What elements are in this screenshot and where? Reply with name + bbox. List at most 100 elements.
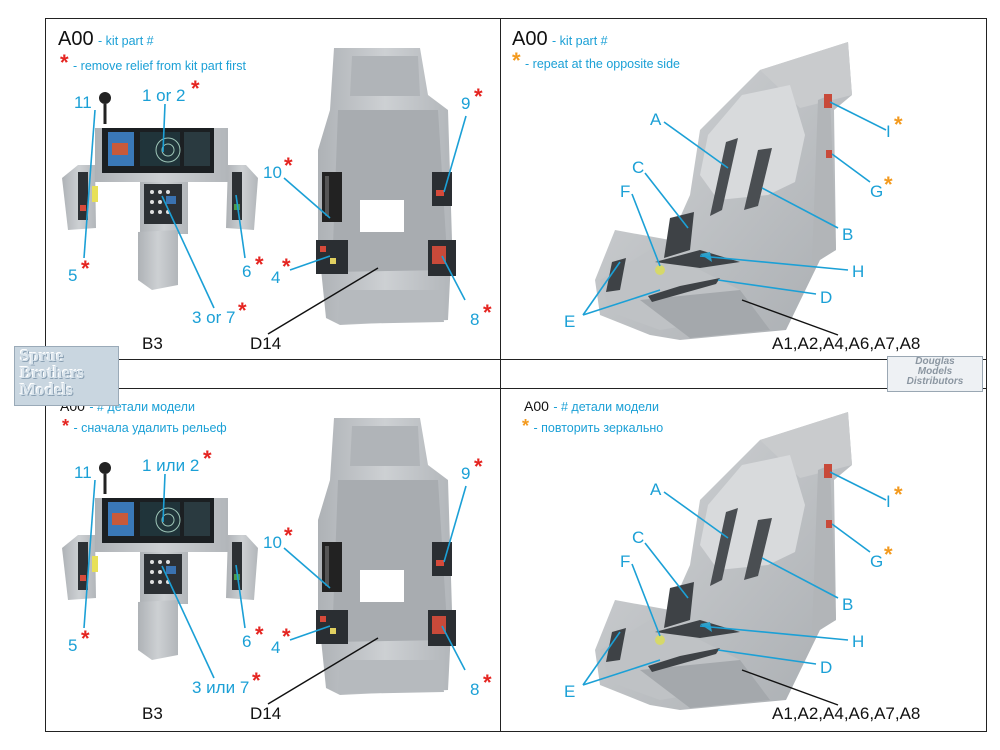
label-1-or-2: 1 or 2 <box>142 86 186 105</box>
label-seat-parts: A1,A2,A4,A6,A7,A8 <box>772 334 921 353</box>
label-b: B <box>842 595 854 614</box>
top-right-legend-star-row: * - repeat at the opposite side <box>512 48 680 74</box>
label-g: G <box>870 552 884 571</box>
top-instrument-panel-art <box>60 90 260 292</box>
legend-star-text: - repeat at the opposite side <box>525 57 680 71</box>
red-star-icon: * <box>282 624 291 649</box>
label-9: 9 <box>461 464 471 483</box>
panel-divider-vertical <box>500 18 501 731</box>
red-star-icon: * <box>483 670 492 695</box>
label-b: B <box>842 225 854 244</box>
red-star-icon: * <box>483 300 492 325</box>
red-star-icon: * <box>81 256 90 281</box>
red-star-icon: * <box>252 668 261 693</box>
bottom-instrument-panel-art <box>60 460 260 662</box>
label-11: 11 <box>74 463 92 482</box>
bottom-left-leaders <box>83 473 467 679</box>
label-5: 5 <box>68 266 78 285</box>
label-3-ili-7: 3 или 7 <box>192 678 250 697</box>
legend-code-text: - # детали модели <box>553 400 659 414</box>
top-right-legend-code-row: A00 - kit part # <box>512 28 608 51</box>
bottom-right-legend-star-row: * - повторить зеркально <box>522 416 663 437</box>
top-seat-art <box>595 42 852 340</box>
label-5: 5 <box>68 636 78 655</box>
label-b3: B3 <box>142 704 163 723</box>
red-star-icon: * <box>474 454 483 479</box>
watermark-line: Models <box>20 380 73 399</box>
red-star-icon: * <box>284 523 293 548</box>
label-4: 4 <box>271 268 281 287</box>
label-1-ili-2: 1 или 2 <box>142 456 200 475</box>
watermark-line: Models <box>917 366 953 377</box>
label-h: H <box>852 262 865 281</box>
bottom-right-leaders <box>582 471 887 686</box>
legend-star-text: - повторить зеркально <box>533 421 664 435</box>
top-right-leaders <box>582 101 887 316</box>
label-seat-parts: A1,A2,A4,A6,A7,A8 <box>772 704 921 723</box>
top-tub-art <box>316 48 456 325</box>
label-e: E <box>564 682 576 701</box>
red-star-icon: * <box>282 254 291 279</box>
label-11: 11 <box>74 93 92 112</box>
label-9: 9 <box>461 94 471 113</box>
label-f: F <box>620 182 631 201</box>
label-a: A <box>650 480 662 499</box>
label-d: D <box>820 288 833 307</box>
red-star-icon: * <box>255 622 264 647</box>
label-a: A <box>650 110 662 129</box>
label-f: F <box>620 552 631 571</box>
legend-code: A00 <box>512 28 548 50</box>
watermark-line: Douglas <box>915 356 955 367</box>
label-d14: D14 <box>250 334 282 353</box>
sprue-brothers-watermark-logo: Sprue Brothers Models <box>14 346 119 406</box>
top-right-black-leaders <box>741 299 839 336</box>
panel-divider-horizontal-lower <box>45 388 987 389</box>
legend-star-text: - сначала удалить рельеф <box>73 421 227 435</box>
bottom-right-black-leaders <box>741 669 839 706</box>
top-left-leaders <box>83 103 467 309</box>
red-star-icon: * <box>474 84 483 109</box>
red-star-icon: * <box>284 153 293 178</box>
bottom-left-legend-star-row: * - сначала удалить рельеф <box>62 416 227 437</box>
label-c: C <box>632 528 645 547</box>
label-8: 8 <box>470 680 480 699</box>
bottom-tub-art <box>316 418 456 695</box>
label-10: 10 <box>263 533 282 552</box>
top-left-legend-star-row: * - remove relief from kit part first <box>60 50 246 76</box>
label-10: 10 <box>263 163 282 182</box>
label-h: H <box>852 632 865 651</box>
douglas-watermark-logo: Douglas Models Distributors <box>887 356 983 392</box>
red-star-icon: * <box>60 50 69 75</box>
orange-star-icon: * <box>894 482 903 507</box>
label-6: 6 <box>242 632 252 651</box>
label-d: D <box>820 658 833 677</box>
watermark-line: Distributors <box>906 376 964 387</box>
orange-star-icon: * <box>512 48 521 73</box>
label-3-or-7: 3 or 7 <box>192 308 236 327</box>
label-i: I <box>886 122 891 141</box>
red-star-icon: * <box>81 626 90 651</box>
bottom-left-black-leaders <box>267 637 379 705</box>
legend-code-text: - kit part # <box>552 34 608 48</box>
label-6: 6 <box>242 262 252 281</box>
orange-star-icon: * <box>884 542 893 567</box>
top-left-legend-code-row: A00 - kit part # <box>58 28 154 51</box>
red-star-icon: * <box>255 252 264 277</box>
label-e: E <box>564 312 576 331</box>
legend-code: A00 <box>58 28 94 50</box>
orange-star-icon: * <box>522 416 530 436</box>
label-8: 8 <box>470 310 480 329</box>
top-left-black-leaders <box>267 267 379 335</box>
label-g: G <box>870 182 884 201</box>
red-star-icon: * <box>238 298 247 323</box>
legend-code-text: - kit part # <box>98 34 154 48</box>
watermark-line: Sprue <box>20 346 64 365</box>
orange-star-icon: * <box>884 172 893 197</box>
panel-divider-horizontal <box>45 359 987 360</box>
label-i: I <box>886 492 891 511</box>
label-b3: B3 <box>142 334 163 353</box>
legend-code: A00 <box>524 398 549 414</box>
bottom-seat-art <box>595 412 852 710</box>
red-star-icon: * <box>203 446 212 471</box>
